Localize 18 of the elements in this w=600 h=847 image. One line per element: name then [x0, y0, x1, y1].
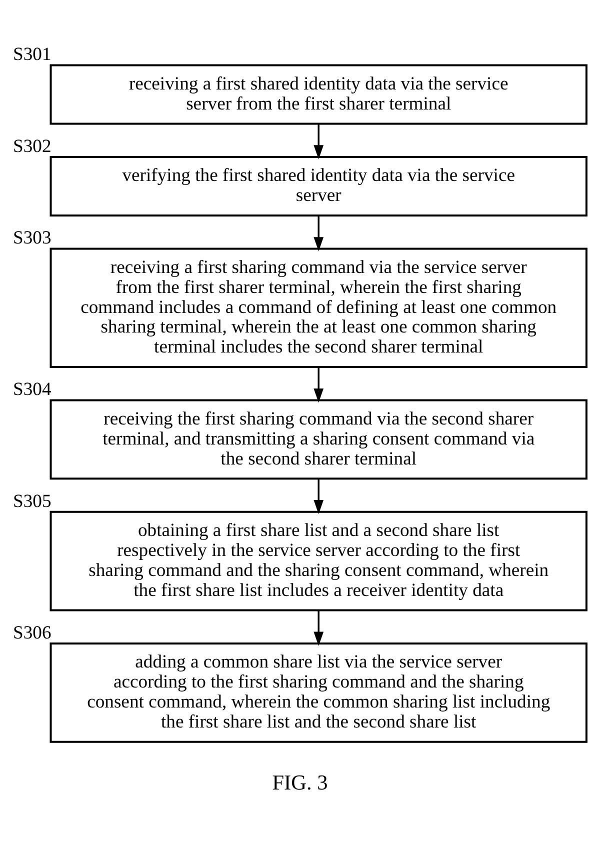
node-label: S302 — [13, 136, 52, 157]
node-box: obtaining a first share list and a second share list respectively in the service server according to the first sharing command and the sharing consent command, wherein the first share list includes a receiver identity data — [50, 510, 588, 612]
arrow — [314, 479, 324, 514]
node-label: S301 — [13, 44, 52, 66]
node-box: receiving the first sharing command via the second sharer terminal, and transmitting a sharing consent command via the second sharer terminal — [50, 399, 588, 480]
node-label: S305 — [13, 490, 52, 512]
node-box: verifying the first shared identity data via the service server — [50, 156, 588, 216]
node-box: receiving a first sharing command via the service server from the first sharer terminal, wherein the first sharing command includes a command of defining at least one common sharing terminal, wherein the at least one common sharing terminal includes the second sharer terminal — [50, 248, 588, 368]
arrow — [314, 216, 324, 252]
node-label: S303 — [13, 228, 52, 249]
caption: FIG. 3 — [272, 770, 328, 794]
node-label: S304 — [13, 379, 52, 400]
arrow — [314, 610, 324, 646]
node-box: adding a common share list via the service server according to the first sharing command and the sharing consent command, wherein the common sharing list including the first share list and the second share list — [50, 642, 588, 743]
arrow — [314, 367, 324, 403]
node-label: S306 — [13, 622, 52, 644]
arrow — [314, 124, 324, 160]
node-box: receiving a first shared identity data via the service server from the first sharer terminal — [50, 64, 588, 125]
